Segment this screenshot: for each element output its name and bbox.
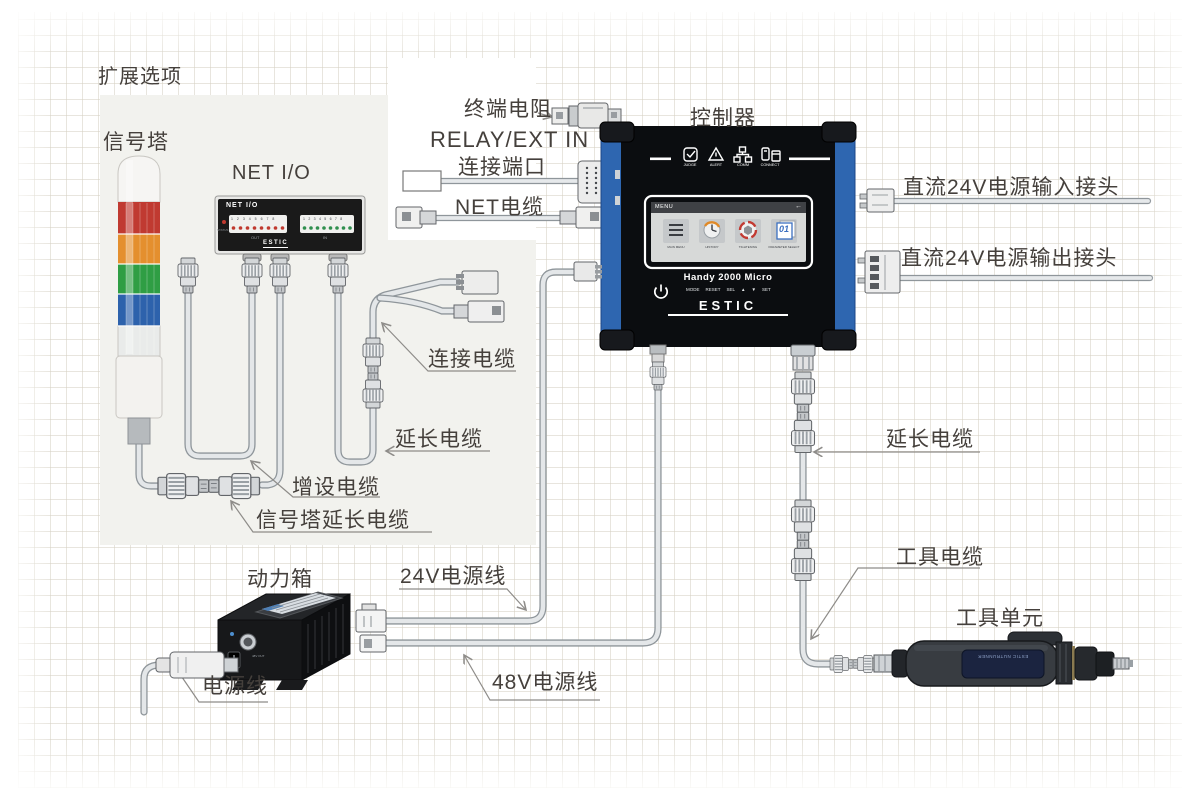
netio-out-leds: [231, 226, 285, 230]
netio-out-numbers: 1 2 3 4 5 6 7 8: [231, 216, 276, 221]
terminal-resistor-dongle: [551, 102, 622, 129]
signal-tower: [115, 155, 163, 445]
netio-device-title: NET I/O: [226, 202, 259, 209]
parameter-value: 01: [779, 224, 790, 234]
set-button-label: SET: [761, 287, 771, 292]
dc24-output-connector: [857, 250, 901, 294]
powerbox-outlet-label: 48V OUT: [252, 654, 265, 658]
powerbox-24v-plug: [355, 603, 387, 633]
power-icon: [653, 284, 669, 299]
mains-plug: [155, 651, 239, 679]
hamburger-icon: [669, 224, 683, 236]
screen: [651, 202, 806, 262]
alert-indicator-label: ALERT: [709, 163, 723, 167]
net-cable-label: NET电缆: [455, 196, 544, 219]
cables: [135, 177, 1154, 716]
torque-ring-icon: [738, 220, 758, 240]
netio-status-led: [222, 220, 226, 224]
tile-parameter-label: PARAMETER SELECT: [768, 245, 800, 249]
reset-button-label: RESET: [705, 287, 721, 292]
tool-label-plate: [961, 649, 1045, 679]
tower-extension-cable-label: 信号塔延长电缆: [256, 509, 410, 532]
power-box-label: 动力箱: [247, 568, 313, 591]
controller-buttons: MODE RESET SEL ▲ ▼ SET: [686, 287, 771, 292]
dc24-output-label: 直流24V电源输出接头: [901, 247, 1118, 270]
extension-cable-left-label: 延长电缆: [395, 428, 483, 451]
relay-cable-ends: [402, 160, 606, 204]
line-24v-label: 24V电源线: [400, 565, 507, 588]
clock-gauge-icon: [703, 221, 721, 239]
controller-brand: ESTIC: [668, 298, 788, 316]
up-button-label: ▲: [741, 287, 746, 292]
connect-cable-ends: [453, 270, 505, 323]
net-io-label: NET I/O: [232, 162, 311, 184]
netio-in-numbers: 1 2 3 4 5 6 7 8: [303, 216, 344, 221]
tower-blue-segment: [118, 294, 160, 326]
controller-model: Handy 2000 Micro: [683, 272, 773, 283]
judge-icon: [683, 147, 698, 162]
additional-cable-label: 增设电缆: [292, 476, 380, 499]
comm-icon: [733, 146, 753, 163]
netio-brand: ESTIC: [263, 240, 289, 248]
net-io-box: [214, 195, 366, 262]
netio-in-led-strip: [300, 215, 354, 233]
tool-unit-device: [873, 631, 1133, 687]
tile-tightening-label: TIGHTENING: [738, 245, 758, 249]
connect-icon: [761, 147, 781, 162]
connection-port-label: 连接端口: [458, 156, 546, 179]
tool-cable-label: 工具电缆: [896, 546, 984, 569]
connect-indicator-label: CONNECT: [760, 163, 780, 167]
tool-cable-pair: [830, 656, 876, 673]
tower-red-segment: [118, 202, 160, 234]
connect-cable-label: 连接电缆: [428, 348, 516, 371]
dc24-input-connector: [859, 188, 895, 213]
controller-device: [599, 121, 857, 371]
mode-button-label: MODE: [686, 287, 700, 292]
relay-ext-in-label: RELAY/EXT IN: [430, 127, 590, 152]
screen-menu-bar: [651, 202, 806, 213]
expansion-options-title: 扩展选项: [98, 66, 182, 88]
comm-indicator-label: COMM: [736, 163, 750, 167]
net-cable-ends: [395, 206, 603, 229]
netio-status-label: STATUS: [217, 228, 229, 232]
dc24-input-label: 直流24V电源输入接头: [903, 176, 1120, 199]
power-cord-label: 电源线: [202, 675, 268, 698]
tool-extension-pair-lower: [792, 500, 815, 581]
netio-out-led-strip: [229, 215, 287, 233]
netio-in-leds: [302, 226, 352, 230]
extension-cable-right-label: 延长电缆: [886, 428, 974, 451]
netio-out-label: OUT: [251, 235, 260, 240]
netio-in-label: IN: [323, 235, 327, 240]
sel-button-label: SEL: [726, 287, 736, 292]
numbered-pages-icon: [776, 220, 796, 240]
line-48v-label: 48V电源线: [492, 671, 599, 694]
tool-brand-label: ESTIC NUTRUNNER: [977, 654, 1029, 659]
tool-unit-label: 工具单元: [956, 607, 1044, 630]
powerbox-48v-plug: [359, 634, 387, 653]
controller-48v-plug: [649, 361, 667, 391]
tile-main-menu-label: MAIN MENU: [667, 245, 685, 249]
tower-orange-segment: [118, 234, 160, 264]
controller-label: 控制器: [690, 107, 756, 130]
signal-tower-label: 信号塔: [103, 131, 169, 154]
tile-history-label: HISTORY: [705, 245, 719, 249]
judge-indicator-label: JUDGE: [683, 163, 697, 167]
terminal-resistor-label: 终端电阻: [464, 98, 552, 121]
controller-24v-plug: [573, 261, 602, 282]
tool-extension-pair-upper: [792, 372, 815, 453]
down-button-label: ▼: [751, 287, 756, 292]
left-arrow-icon: ←: [795, 202, 802, 210]
screen-menu-title: MENU: [655, 204, 674, 210]
screen-bezel: [643, 194, 814, 270]
tower-green-segment: [118, 264, 160, 294]
alert-icon: [707, 146, 725, 161]
